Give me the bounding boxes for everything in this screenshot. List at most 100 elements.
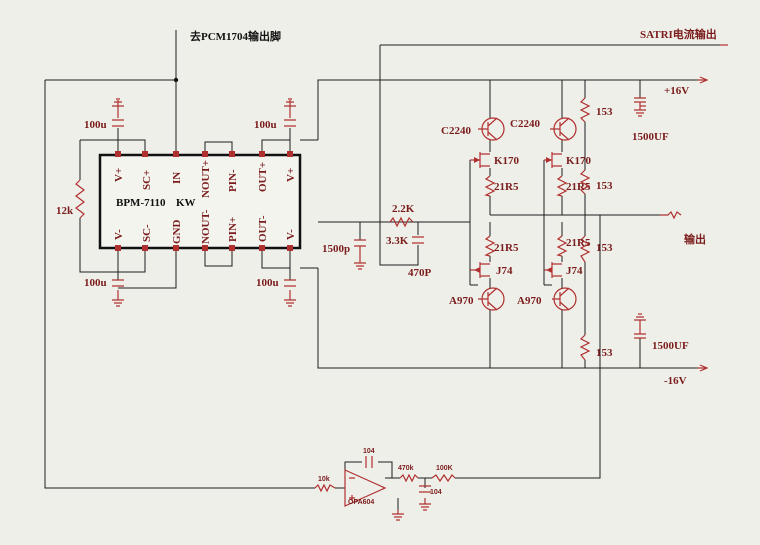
pin-bot-5: PIN+ — [227, 217, 239, 242]
ground-icon — [354, 255, 366, 270]
labels: 去PCM1704输出脚 SATRI电流输出 100u 100u 100u 100… — [56, 27, 717, 506]
cap-left-top-label: 100u — [84, 119, 107, 131]
res-153-1-label: 153 — [596, 106, 613, 118]
pin-top-2: SC+ — [141, 170, 153, 190]
res-153-3-label: 153 — [596, 242, 613, 254]
pin-top-1: V+ — [113, 168, 125, 182]
res-153-2-label: 153 — [596, 180, 613, 192]
bpm-7110-chip: V+ SC+ IN NOUT+ PIN- OUT+ V+ V- SC- GND … — [98, 151, 302, 251]
opamp-icon — [344, 469, 387, 507]
capacitor-icon — [365, 456, 373, 468]
pin-bot-4: NOUT- — [200, 209, 212, 244]
chip-body — [98, 153, 302, 250]
cap-1500p-label: 1500p — [322, 243, 350, 255]
q7-label: A970 — [449, 295, 474, 307]
cap-left-bottom-label: 100u — [84, 277, 107, 289]
resistor-icon — [579, 235, 591, 263]
capacitor-icon — [284, 119, 296, 127]
terminal-arrow-icon — [697, 364, 709, 372]
capacitor-icon — [634, 97, 646, 103]
capacitor-icon — [284, 279, 296, 287]
ground-icon — [284, 290, 296, 307]
res-21r5-4-label: 21R5 — [566, 237, 591, 249]
resistor-icon — [579, 169, 591, 195]
resistor-icon — [556, 235, 568, 257]
capacitor-icon — [112, 279, 124, 287]
servo-r100k-label: 100K — [436, 465, 453, 472]
resistor-icon — [579, 334, 591, 361]
cap-top-rail-label: 1500UF — [632, 131, 669, 143]
pin-bot-6: OUT- — [257, 215, 269, 242]
resistor-icon — [579, 97, 591, 123]
pin-bot-2: SC- — [141, 224, 153, 242]
pin-bot-3: GND — [171, 220, 183, 245]
pin-top-3: IN — [171, 172, 183, 184]
pin-top-4: NOUT+ — [200, 160, 212, 198]
terminals — [660, 44, 728, 372]
capacitor-icon — [354, 239, 366, 255]
npn-transistor-icon — [550, 117, 577, 141]
cap-right-bottom-label: 100u — [256, 277, 279, 289]
res-21r5-2-label: 21R5 — [566, 181, 591, 193]
ground-icon — [634, 102, 646, 117]
capacitor-icon — [634, 333, 646, 339]
ground-icon — [112, 98, 124, 118]
res-21r5-1-label: 21R5 — [494, 181, 519, 193]
pcm-note-label: 去PCM1704输出脚 — [190, 29, 281, 43]
pnp-transistor-icon — [552, 287, 577, 311]
servo-r470k-label: 470k — [398, 465, 414, 472]
q3-label: K170 — [494, 155, 520, 167]
chip-name: BPM-7110 — [116, 197, 166, 209]
ground-icon — [634, 313, 646, 334]
jfet-transistor-icon — [470, 152, 490, 168]
resistor-icon — [431, 473, 456, 483]
pin-top-5: PIN- — [227, 169, 239, 192]
resistor-icon — [389, 216, 414, 228]
capacitors — [112, 97, 646, 493]
ground-icon — [392, 510, 404, 521]
capacitor-icon — [412, 236, 424, 244]
ground-icon — [419, 498, 431, 511]
satri-label: SATRI电流输出 — [640, 27, 717, 41]
q2-label: C2240 — [510, 118, 540, 130]
capacitor-icon — [419, 485, 431, 493]
transistors — [470, 117, 577, 311]
servo-c104-label: 104 — [430, 489, 442, 496]
resistors — [75, 97, 591, 493]
terminal-arrow-icon — [697, 76, 709, 84]
neg-rail-label: -16V — [664, 375, 687, 387]
pin-top-7: V+ — [285, 168, 297, 182]
res-21r5-3-label: 21R5 — [494, 242, 519, 254]
jfet-transistor-icon — [544, 152, 562, 168]
pin-bot-7: V- — [285, 229, 297, 240]
resistor-icon — [75, 179, 85, 219]
res-12k-label: 12k — [56, 205, 74, 217]
res-3k3-label: 3.3K — [386, 235, 409, 247]
pin-bot-1: V- — [113, 229, 125, 240]
ground-icon — [284, 98, 296, 118]
q8-label: A970 — [517, 295, 542, 307]
q5-label: J74 — [496, 265, 513, 277]
res-2k2-label: 2.2K — [392, 203, 415, 215]
cap-470p-label: 470P — [408, 267, 432, 279]
ground-symbols — [112, 98, 646, 521]
chip-suffix: KW — [176, 197, 196, 209]
q1-label: C2240 — [441, 125, 471, 137]
res-153-4-label: 153 — [596, 347, 613, 359]
cap-right-top-label: 100u — [254, 119, 277, 131]
q6-label: J74 — [566, 265, 583, 277]
resistor-icon — [314, 483, 336, 493]
servo-rin-label: 10k — [318, 476, 330, 483]
npn-transistor-icon — [478, 117, 505, 141]
terminal-arrow-icon — [660, 210, 682, 220]
pnp-transistor-icon — [478, 287, 505, 311]
output-label: 输出 — [684, 232, 706, 246]
wires — [44, 30, 720, 510]
servo-cfb-label: 104 — [363, 448, 375, 455]
q4-label: K170 — [566, 155, 592, 167]
pin-top-6: OUT+ — [257, 162, 269, 192]
pos-rail-label: +16V — [664, 85, 689, 97]
ground-icon — [112, 290, 124, 307]
resistor-icon — [556, 175, 568, 197]
